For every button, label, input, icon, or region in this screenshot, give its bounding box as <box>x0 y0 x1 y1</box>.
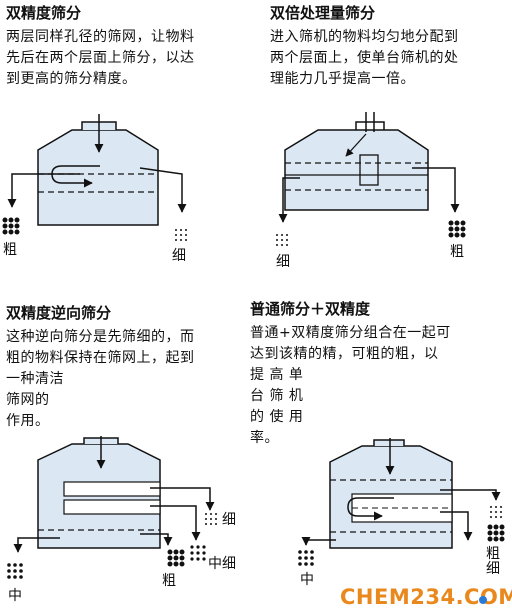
panel-4-line: 普通+双精度筛分组合在一起可 <box>250 325 451 341</box>
middle-channel <box>63 499 161 515</box>
diagram-4-fine-label: 细 <box>486 561 500 577</box>
panel-2-line: 两个层面上，使单台筛机的处 <box>270 50 459 66</box>
diagram-2 <box>276 112 466 246</box>
fine-particles <box>276 234 288 246</box>
panel-3-title: 双精度逆向筛分 <box>6 304 112 322</box>
diagram-2-coarse-label: 粗 <box>450 244 464 260</box>
panel-2-line: 进入筛机的物料均匀地分配到 <box>270 29 459 45</box>
panel-3-text: 这种逆向筛分是先筛细的，而 粗的物料保持在筛网上，起到 一种清洁 筛网的 作用。 <box>6 327 195 432</box>
medium-particles <box>298 550 314 566</box>
medium-fine-outlet-arrow <box>150 505 201 541</box>
panel-2-text: 进入筛机的物料均匀地分配到 两个层面上，使单台筛机的处 理能力几乎提高一倍。 <box>270 27 459 90</box>
screener-body <box>37 129 159 226</box>
panel-1-title: 双精度筛分 <box>6 4 82 22</box>
fine-outlet-arrow <box>278 177 300 223</box>
fine-outlet-arrow <box>150 487 215 511</box>
panel-4-line: 台 筛 机 <box>250 388 304 404</box>
screener-body <box>284 129 429 211</box>
coarse-particles <box>167 549 185 567</box>
diagram-1-fine-label: 细 <box>172 248 186 264</box>
diagram-3 <box>7 436 217 579</box>
feed-inlet <box>373 439 405 446</box>
watermark-dot-icon <box>479 596 487 604</box>
flow-u-turn <box>347 497 394 521</box>
fine-particles <box>175 229 187 241</box>
panel-4-line: 的 使 用 <box>250 409 304 425</box>
panel-1-text: 两层同样孔径的筛网，让物料 先后在两个层面上筛分，以达 到更高的筛分精度。 <box>6 27 195 90</box>
distributor <box>359 154 379 186</box>
panel-4-line: 提 高 单 <box>250 367 304 383</box>
medium-fine-particles <box>190 545 206 561</box>
diagram-3-coarse-label: 粗 <box>162 573 176 589</box>
diagram-4-coarse-label: 粗 <box>486 546 500 562</box>
diagram-4 <box>298 438 505 566</box>
diagram-1 <box>2 114 187 241</box>
fine-outlet-arrow <box>440 489 501 501</box>
panel-1-line: 先后在两个层面上筛分，以达 <box>6 50 195 66</box>
coarse-outlet-arrow <box>7 173 80 208</box>
medium-particles <box>7 563 23 579</box>
fine-outlet-arrow <box>139 167 187 213</box>
panel-4-line: 率。 <box>250 430 279 446</box>
medium-outlet-arrow <box>301 536 336 546</box>
panel-1-line: 两层同样孔径的筛网，让物料 <box>6 29 195 45</box>
medium-outlet-arrow <box>13 537 60 553</box>
panel-4-line: 达到该精的精，可粗的粗，以 <box>250 346 439 362</box>
panel-3-line: 一种清洁 <box>6 371 64 387</box>
panel-4-title: 普通筛分＋双精度 <box>250 300 371 318</box>
coarse-outlet-arrow <box>412 167 460 213</box>
diagram-2-fine-label: 细 <box>276 254 290 270</box>
coarse-particles <box>448 220 466 238</box>
diagram-3-fine-label: 细 <box>222 512 236 528</box>
panel-3-line: 作用。 <box>6 413 50 429</box>
split-arrow <box>345 133 367 157</box>
coarse-particles <box>487 524 505 542</box>
panel-2-line: 理能力几乎提高一倍。 <box>270 71 415 87</box>
panel-3-line: 这种逆向筛分是先筛细的，而 <box>6 329 195 345</box>
diagram-4-medium-label: 中 <box>300 572 314 588</box>
panel-3-line: 粗的物料保持在筛网上，起到 <box>6 350 195 366</box>
diagram-3-medium-fine-label: 中细 <box>208 556 236 572</box>
panel-4-text: 普通+双精度筛分组合在一起可 达到该精的精，可粗的粗，以 提 高 单 台 筛 机… <box>250 323 451 449</box>
coarse-particles <box>2 217 20 235</box>
fine-particles <box>490 506 502 518</box>
inlet-frame <box>355 121 385 130</box>
panel-2-title: 双倍处理量筛分 <box>270 4 376 22</box>
coarse-outlet-arrow <box>440 511 473 541</box>
diagram-1-coarse-label: 粗 <box>3 242 17 258</box>
panel-3-line: 筛网的 <box>6 392 50 408</box>
diagram-3-medium-label: 中 <box>8 588 22 604</box>
fine-particles <box>205 513 217 525</box>
panel-1-line: 到更高的筛分精度。 <box>6 71 137 87</box>
coarse-outlet-arrow <box>140 533 173 546</box>
upper-channel <box>63 481 161 497</box>
